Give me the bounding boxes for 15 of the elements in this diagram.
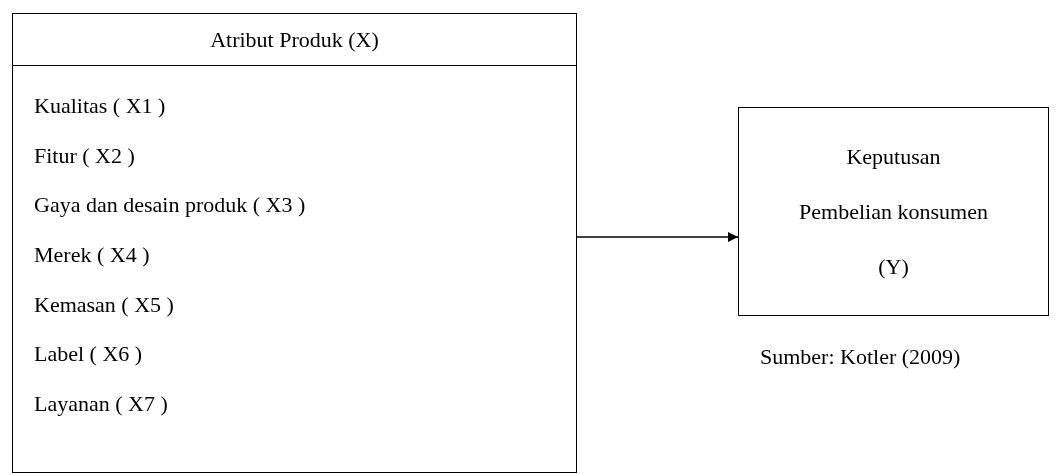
box-text: (Y) (878, 252, 909, 281)
process-box (738, 107, 1049, 316)
box-text: Keputusan (846, 142, 941, 171)
arrow (576, 232, 739, 242)
attribute-item: Label ( X6 ) (34, 340, 143, 369)
attribute-item: Fitur ( X2 ) (34, 141, 135, 170)
attribute-item: Kemasan ( X5 ) (34, 290, 174, 319)
attribute-item: Kualitas ( X1 ) (34, 92, 166, 121)
attribute-list-box (12, 13, 577, 473)
box-heading: Atribut Produk (X) (210, 26, 379, 54)
attribute-item: Layanan ( X7 ) (34, 389, 168, 418)
attribute-item: Gaya dan desain produk ( X3 ) (34, 191, 306, 220)
source-note: Sumber: Kotler (2009) (760, 343, 961, 371)
box-text: Pembelian konsumen (799, 197, 988, 226)
attribute-item: Merek ( X4 ) (34, 241, 150, 270)
